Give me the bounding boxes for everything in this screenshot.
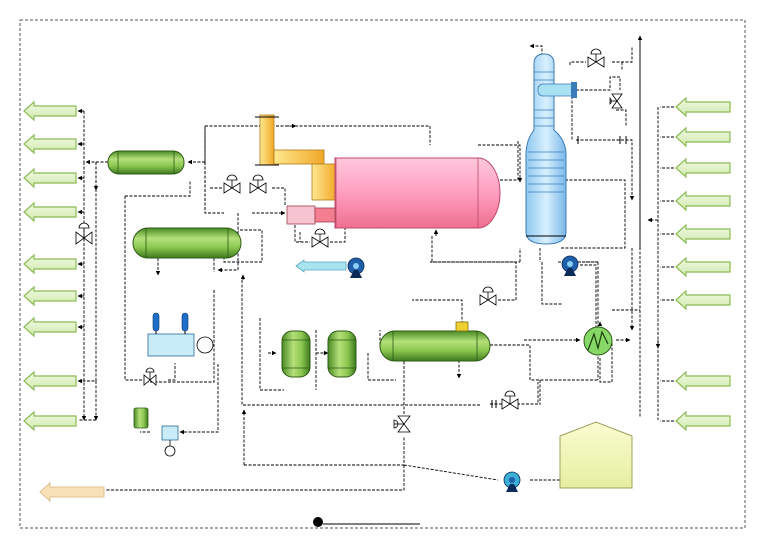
control-valves — [75, 48, 623, 433]
upper-left-drum — [107, 150, 185, 175]
feed-arrow-7 — [675, 289, 731, 311]
valve-condenser — [609, 93, 623, 109]
heater-stack — [255, 114, 337, 201]
product-arrow-1 — [23, 100, 77, 122]
valve-mixer — [143, 367, 157, 386]
dosing-unit — [133, 407, 179, 457]
valve-heater-1 — [223, 174, 241, 194]
product-arrow-4 — [23, 201, 77, 223]
product-arrow-5 — [23, 253, 77, 275]
product-arrow-7 — [23, 316, 77, 338]
horizontal-separator — [379, 321, 491, 362]
left-product-arrows — [23, 100, 77, 432]
distillation-column — [525, 53, 567, 245]
vertical-drum-b — [327, 330, 357, 378]
right-feed-arrows — [675, 96, 731, 432]
valve-left-collector — [75, 222, 93, 245]
left-storage-drum — [132, 227, 242, 259]
legend-marker — [313, 517, 420, 527]
feed-arrow-2 — [675, 126, 731, 148]
feed-arrow-3 — [675, 157, 731, 179]
piping — [77, 35, 674, 491]
pump-furnace-feed — [347, 257, 365, 278]
valve-separator-overhead — [479, 286, 497, 306]
feed-arrow-8 — [675, 370, 731, 392]
storage-building — [559, 421, 633, 489]
feed-arrow-6 — [675, 256, 731, 278]
burner-unit — [286, 205, 336, 225]
feed-inlet-arrow — [295, 259, 347, 273]
valve-reflux — [587, 48, 605, 68]
mixer-vessel — [147, 312, 214, 357]
column-condenser — [537, 82, 577, 98]
diagram-frame — [19, 19, 746, 529]
valve-bottom-line — [501, 390, 519, 410]
feed-arrow-4 — [675, 190, 731, 212]
vertical-drum-a — [281, 330, 311, 378]
valve-vertical-drain — [393, 415, 411, 433]
feed-arrow-1 — [675, 96, 731, 118]
flange-marks — [491, 136, 627, 408]
bottom-outlet-arrow — [39, 481, 105, 503]
product-arrow-9 — [23, 410, 77, 432]
product-arrow-8 — [23, 370, 77, 392]
product-arrow-3 — [23, 167, 77, 189]
valve-burner — [311, 228, 329, 248]
feed-arrow-5 — [675, 223, 731, 245]
pump-column-bottoms — [561, 255, 579, 276]
heat-exchanger — [583, 326, 613, 356]
valve-heater-2 — [249, 174, 267, 194]
product-arrow-2 — [23, 133, 77, 155]
feed-arrow-9 — [675, 410, 731, 432]
pump-product — [503, 471, 521, 492]
product-arrow-6 — [23, 285, 77, 307]
pink-furnace — [334, 157, 501, 229]
